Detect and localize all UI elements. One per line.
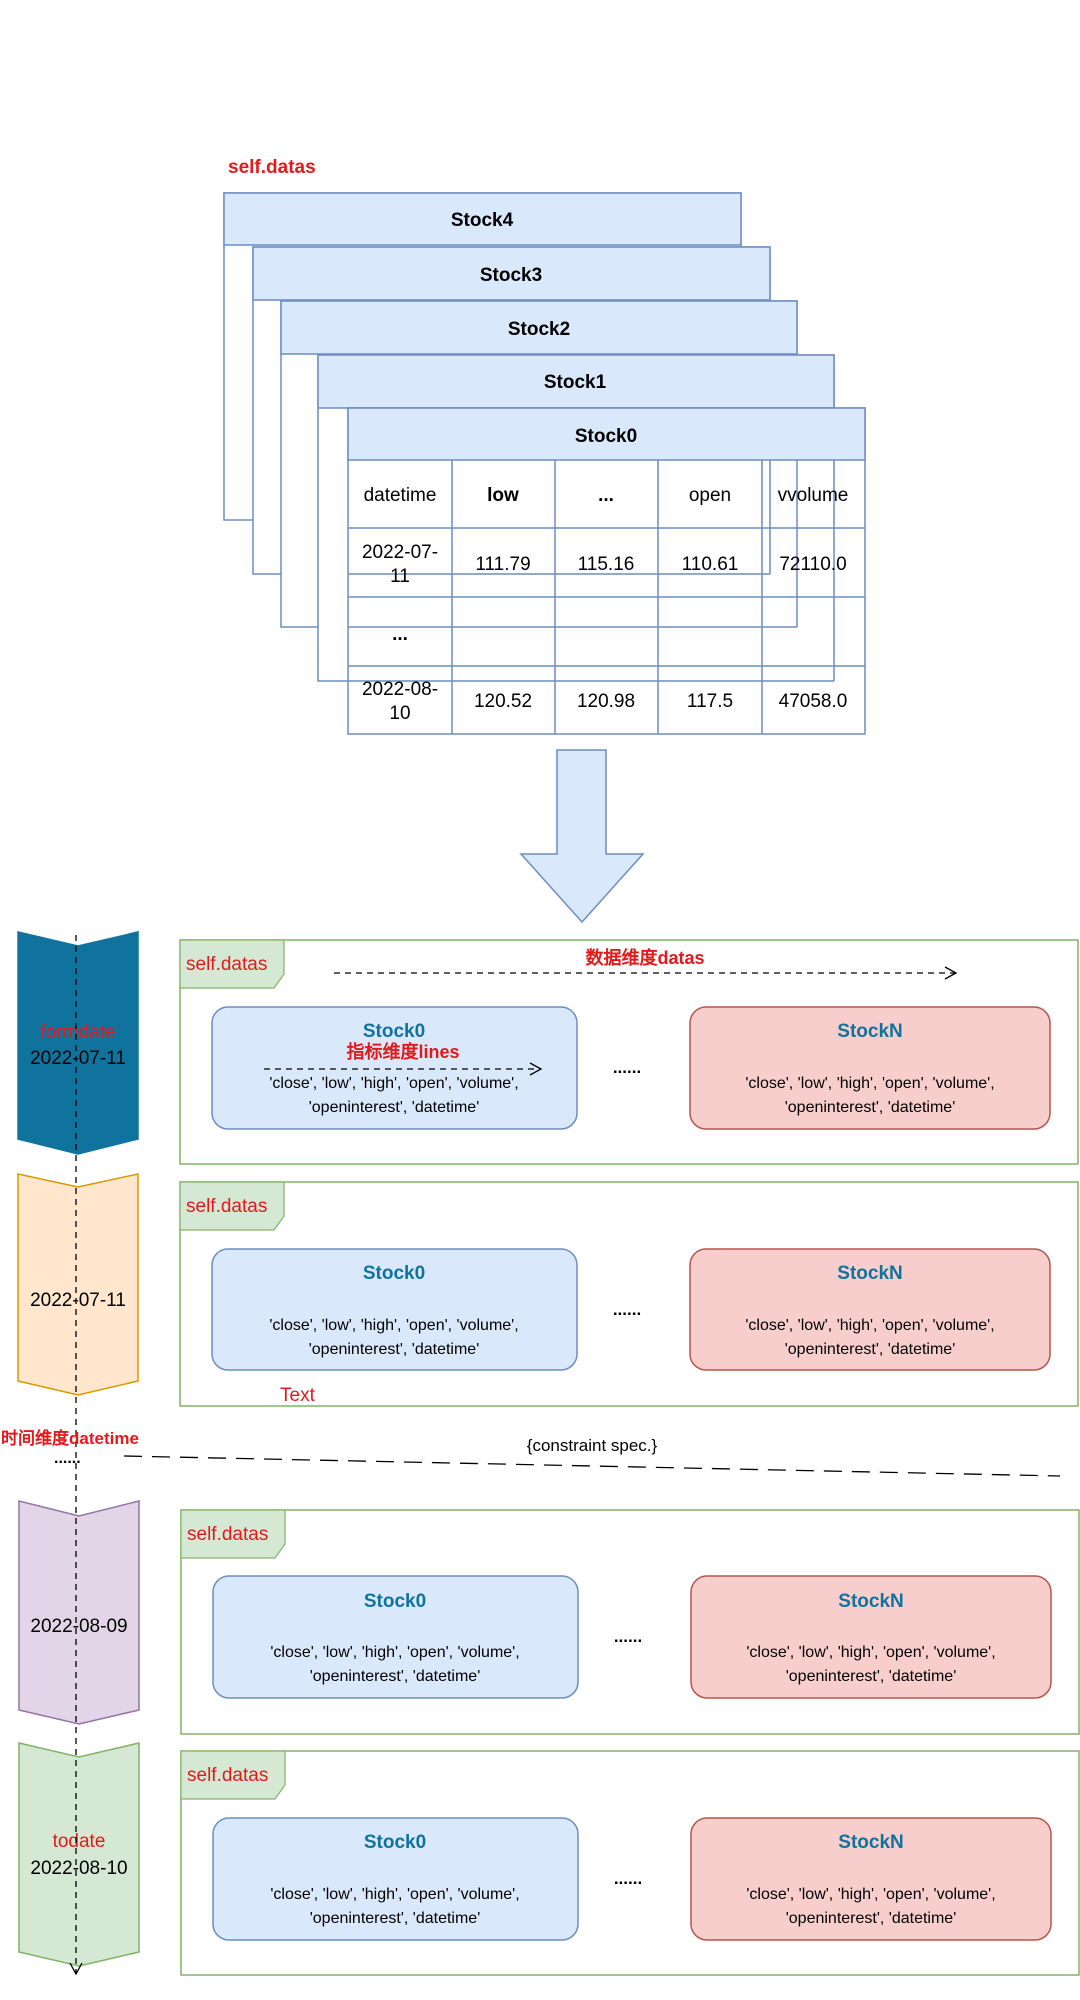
frame-dots: ...... (614, 1627, 642, 1646)
fields-line2: 'openinterest', 'datetime' (786, 1910, 957, 1927)
fields-line2: 'openinterest', 'datetime' (785, 1341, 956, 1358)
header-cell: low (487, 485, 519, 506)
fields-line1: 'close', 'low', 'high', 'open', 'volume'… (745, 1317, 994, 1334)
table-cell: 120.52 (474, 691, 532, 712)
header-cell: ... (598, 485, 614, 506)
constraint-line (123, 1455, 1061, 1477)
chevron-date: 2022-07-11 (30, 1290, 126, 1311)
stray-text-label: Text (280, 1385, 316, 1406)
chevron-formdate (17, 931, 139, 1155)
stockN-title: StockN (837, 1021, 902, 1042)
fields-line2: 'openinterest', 'datetime' (785, 1099, 956, 1116)
stockN-title: StockN (838, 1832, 903, 1853)
header-cell: datetime (364, 485, 437, 506)
fields-line1: 'close', 'low', 'high', 'open', 'volume'… (745, 1075, 994, 1092)
table-cell: 111.79 (475, 554, 530, 575)
table-cell: 115.16 (578, 554, 635, 575)
stock0-title: Stock0 (364, 1591, 426, 1612)
table-cell: 110.61 (682, 554, 739, 575)
table-row: 2022-08-10 120.52 120.98 117.5 47058.0 (362, 679, 847, 724)
table-row: 2022-07-11 111.79 115.16 110.61 72110.0 (362, 542, 847, 587)
table-cell: 47058.0 (779, 691, 848, 712)
fields-line1: 'close', 'low', 'high', 'open', 'volume'… (270, 1644, 519, 1661)
fields-line2: 'openinterest', 'datetime' (786, 1668, 957, 1685)
lines-dimension-label: 指标维度lines (346, 1041, 459, 1062)
fields-line2: 'openinterest', 'datetime' (310, 1668, 481, 1685)
frame-dots: ...... (613, 1058, 641, 1077)
self-datas-label: self.datas (228, 157, 316, 178)
fields-line1: 'close', 'low', 'high', 'open', 'volume'… (746, 1886, 995, 1903)
chevron-date: 2022-08-10 (30, 1858, 127, 1879)
transform-down-arrow (519, 749, 645, 924)
frame-dots: ...... (614, 1869, 642, 1888)
datas-dimension-label: 数据维度datas (585, 947, 704, 968)
chevron-date-2 (17, 1173, 139, 1396)
frame-dots: ...... (613, 1300, 641, 1319)
datetime-dimension-label: 时间维度datetime (1, 1428, 139, 1448)
chevron-date: 2022-07-11 (30, 1048, 126, 1069)
fields-line2: 'openinterest', 'datetime' (310, 1910, 481, 1927)
table-header-row: datetime low ... open vvolume (364, 485, 849, 506)
datas-frame-1: self.datas Stock0 'close', 'low', 'high'… (179, 939, 1079, 1165)
table-cell-date: 2022-07-11 (362, 542, 438, 587)
header-cell: open (689, 485, 731, 506)
stock0-title: Stock0 (363, 1021, 425, 1042)
chevron-todate (18, 1742, 140, 1967)
stock0-title: Stock0 (363, 1263, 425, 1284)
data-table-grid (348, 460, 865, 734)
stack-title: Stock4 (451, 210, 514, 231)
table-row-ellipsis: ... (392, 624, 408, 645)
table-cell: 72110.0 (779, 554, 846, 575)
stack-title: Stock0 (575, 426, 637, 447)
datas-frame-3: self.datas Stock0 'close', 'low', 'high'… (180, 1509, 1080, 1735)
stockN-title: StockN (837, 1263, 902, 1284)
stack-title: Stock3 (480, 265, 542, 286)
frame-tag: self.datas (186, 1196, 267, 1217)
stack-stock0: Stock0 (347, 407, 866, 735)
datas-frame-4: self.datas Stock0 'close', 'low', 'high'… (180, 1750, 1080, 1976)
header-cell: vvolume (778, 485, 849, 506)
fields-line1: 'close', 'low', 'high', 'open', 'volume'… (746, 1644, 995, 1661)
chevron-date: 2022-08-09 (30, 1616, 127, 1637)
todate-label: todate (53, 1831, 106, 1852)
back-layer-edges (348, 460, 835, 682)
fields-line1: 'close', 'low', 'high', 'open', 'volume'… (269, 1075, 518, 1092)
table-cell: 117.5 (687, 691, 733, 712)
fields-line2: 'openinterest', 'datetime' (309, 1099, 480, 1116)
formdate-label: formdate (41, 1022, 116, 1043)
stockN-title: StockN (838, 1591, 903, 1612)
frame-tag: self.datas (187, 1524, 268, 1545)
chevron-date-3 (18, 1500, 140, 1725)
constraint-spec-label: {constraint spec.} (527, 1436, 658, 1455)
datetime-dots: ...... (54, 1450, 81, 1467)
fields-line1: 'close', 'low', 'high', 'open', 'volume'… (270, 1886, 519, 1903)
table-cell-date: 2022-08-10 (362, 679, 438, 724)
fields-line2: 'openinterest', 'datetime' (309, 1341, 480, 1358)
stack-title: Stock1 (544, 372, 607, 393)
stock0-title: Stock0 (364, 1832, 426, 1853)
frame-tag: self.datas (186, 954, 267, 975)
table-cell: 120.98 (577, 691, 635, 712)
fields-line1: 'close', 'low', 'high', 'open', 'volume'… (269, 1317, 518, 1334)
datas-frame-2: self.datas Stock0 'close', 'low', 'high'… (179, 1181, 1079, 1407)
frame-tag: self.datas (187, 1765, 268, 1786)
stack-title: Stock2 (508, 319, 570, 340)
